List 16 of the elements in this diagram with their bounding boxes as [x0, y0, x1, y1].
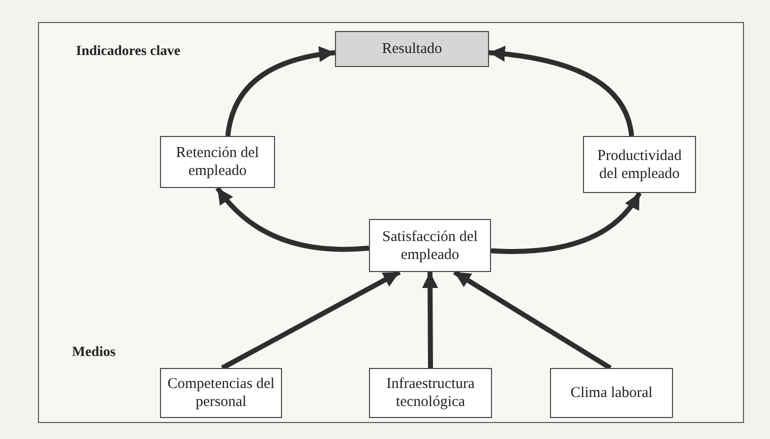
arrow [221, 270, 401, 370]
arrow [453, 270, 612, 370]
text-box: Productividad del empleado [583, 136, 696, 193]
arrow [488, 46, 634, 136]
arrow [422, 272, 438, 368]
text-box: Clima laboral [550, 368, 673, 418]
text-box: Infraestructura tecnológica [369, 368, 492, 418]
text-box: Retención del empleado [160, 136, 275, 188]
section-label: Medios [72, 344, 116, 362]
text-box: Satisfacción del empleado [369, 219, 491, 272]
arrow [490, 192, 642, 254]
arrow [225, 46, 336, 136]
section-label: Indicadores clave [76, 43, 180, 61]
text-box: Resultado [335, 31, 489, 67]
arrow [216, 186, 370, 252]
text-box: Competencias del personal [160, 368, 282, 418]
